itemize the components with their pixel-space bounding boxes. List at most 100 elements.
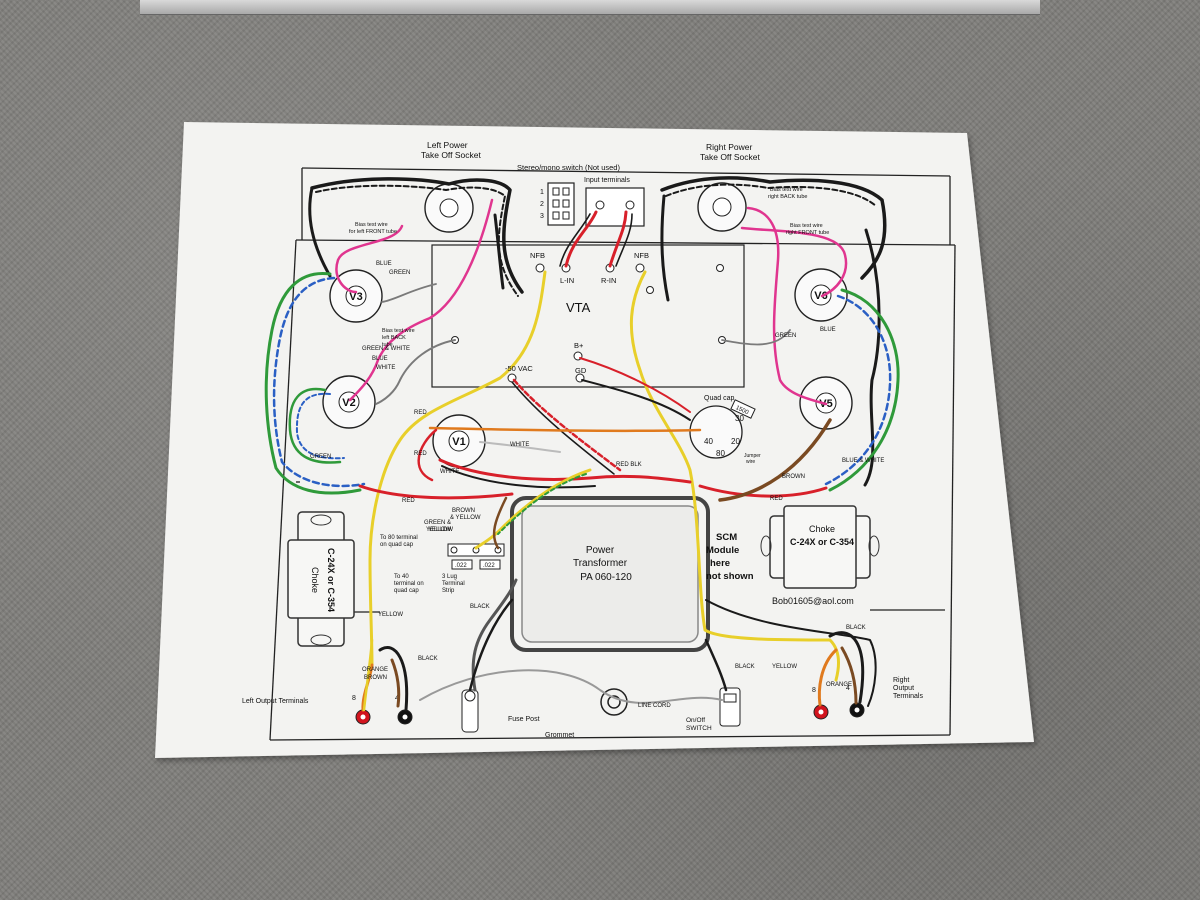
wl-brown-yellow: BROWN [452,508,475,514]
label-gd: GD [575,366,587,375]
quad-capacitor: 30 40 20 80 1500 [689,399,756,459]
wire-red-v1-loop [417,428,438,482]
wire-black-v1-bundle [441,465,596,489]
wl-blue-v2: BLUE [372,356,388,362]
choke-left: Choke C-24X or C-354 [287,511,355,647]
cap-1500: 1500 [735,405,750,416]
label-onoff-2: SWITCH [686,725,712,732]
wire-black-mains-left [468,598,514,692]
label-scm: SCM [716,532,737,543]
wire-yellow-green-strip [474,468,592,550]
label-left-socket-2: Take Off Socket [421,150,481,160]
choke-left-label-1: Choke [310,567,320,593]
diagram-labels: Left Power Take Off Socket Right Power T… [242,140,923,739]
choke-left-label-2: C-24X or C-354 [326,548,336,612]
quad-cap-80: 80 [716,449,725,458]
wl-green-yellow-2: YELLOW [426,527,451,533]
wire-black-gd [581,379,691,421]
label-vta: VTA [566,300,591,315]
wire-black-right-drop [660,194,670,302]
label-onoff: On/Off [686,717,705,724]
wire-pink-left-back [348,198,494,402]
wire-black-left-socket-2 [315,184,519,297]
label-nfb-right: NFB [634,251,649,260]
wire-white-v1 [479,441,561,453]
wl-white-v1b: WHITE [440,469,459,475]
stereo-mono-switch: 1 2 3 [540,182,575,226]
fuse-post [461,689,479,733]
wl-yellow-t: YELLOW [428,527,453,533]
wl-brown-v5: BROWN [782,474,805,480]
label-minus50: -50 VAC [505,364,533,373]
wl-blue-v6: BLUE [820,327,836,333]
wl-red-v1a: RED [414,410,427,416]
wire-gray-left-v3 [381,283,437,303]
wire-red-input-left [564,210,598,268]
wl-red-blk: RED BLK [616,462,642,468]
wire-black-mains-right [704,638,728,692]
wire-yellow-left-out-end [362,638,374,712]
right-terminal-4: 4 [846,685,850,692]
wire-black-right-socket-2 [665,183,877,207]
wl-gw-v2: GREEN & WHITE [362,346,410,352]
wire-red-v1-bundle [438,458,692,484]
wire-black-left-socket-drop [493,213,505,290]
wl-green-v3: GREEN [389,270,410,276]
wl-brown-yellow-2: & YELLOW [450,515,481,521]
transformer-label-2: Transformer [573,558,628,569]
label-bias-lf-2: for left FRONT tube [349,229,397,235]
wl-jumper: Jumper [744,453,761,459]
wl-bw-v5: BLUE & WHITE [842,458,884,464]
wl-black-lout: BLACK [418,656,438,662]
wl-red-v1b: RED [414,451,427,457]
left-terminal-8: 8 [352,695,356,702]
wire-red-left-long [358,484,514,500]
wire-gray-bottom [471,578,518,692]
wl-white-v1a: WHITE [510,442,529,448]
quad-cap-20: 20 [731,437,740,446]
input-terminals [585,187,645,227]
wire-pink-right-front [740,226,848,298]
wl-green-yellow: GREEN & [424,520,451,526]
wire-black-left-vertical [308,186,332,278]
chassis-edge [140,0,1040,15]
socket-left-power-take-off [424,183,474,233]
label-bias-rf: Bias test wire [790,223,823,229]
wl-red-v5: RED [770,496,783,502]
label-scm-4: not shown [706,571,754,582]
wire-black-right-out [828,631,865,704]
label-right-socket-2: Take Off Socket [700,152,760,162]
choke-right: Choke C-24X or C-354 [760,505,880,589]
wire-red-minus50 [512,378,622,472]
wl-green-v6: GREEN [775,333,796,339]
label-bias-rb-2: right BACK tube [768,194,807,200]
wl-brown-l: BROWN [364,675,387,681]
transformer-label-1: Power [586,545,615,556]
label-nfb-left: NFB [530,251,545,260]
label-email: Bob01605@aol.com [772,596,854,606]
on-off-switch [719,687,741,727]
wire-black-input-left [559,213,591,267]
wl-black-rt: BLACK [846,625,866,631]
label-right-out-2: Output [893,685,914,692]
cap-022a: .022 [455,563,467,569]
label-b-plus: B+ [574,341,584,350]
wl-green-v2: GREEN [310,454,331,460]
wire-black-input-right [615,213,633,267]
label-to40-b: terminal on [394,581,424,587]
board-terminals [451,263,726,383]
wl-yellow-lout: YELLOW [378,612,403,618]
label-scm-3: here [710,558,730,569]
quad-cap-30: 30 [735,414,744,423]
wire-green-right [828,288,900,492]
switch-number-3: 3 [540,213,544,220]
choke-right-label-1: Choke [809,524,835,534]
cap-022b: .022 [483,563,495,569]
wl-jumper-2: wire [746,459,755,465]
label-lug-2: Terminal [442,581,465,587]
wl-red-left: RED [402,498,415,504]
wire-gray-left [375,339,456,405]
v3-label: V3 [349,291,362,303]
wire-pink-right-back [746,206,828,406]
